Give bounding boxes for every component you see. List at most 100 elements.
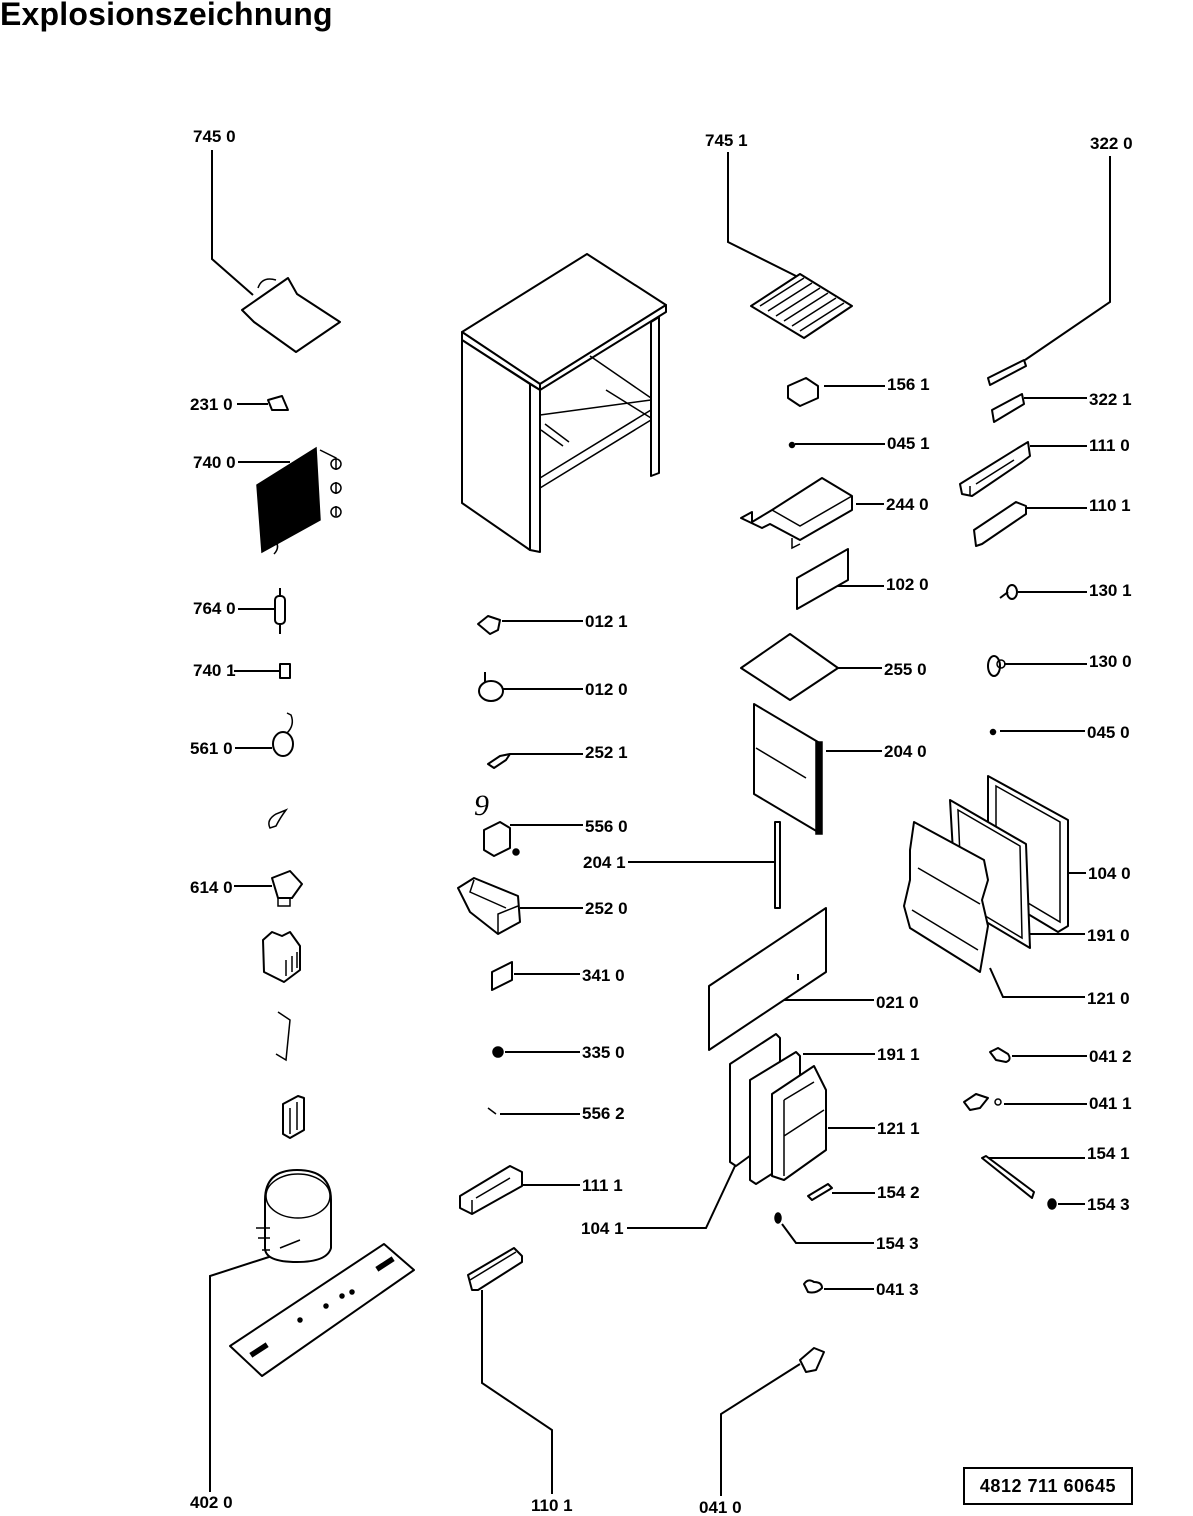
- strip-drawing: [774, 821, 781, 909]
- part-1301: 130 1: [999, 581, 1132, 600]
- part-label-3220: 322 0: [1090, 134, 1133, 153]
- part-4020: 402 0: [190, 1169, 415, 1512]
- part-label-2040: 204 0: [884, 742, 927, 761]
- page-title: Explosionszeichnung: [0, 0, 333, 32]
- part-label-2520: 252 0: [585, 899, 628, 918]
- bottle-bar-drawing: [981, 1155, 1035, 1199]
- part-label-2440: 244 0: [886, 495, 929, 514]
- leader-line: [720, 1363, 801, 1496]
- document-number: 4812 711 60645: [963, 1467, 1133, 1505]
- leader-line: [1024, 156, 1111, 361]
- part-label-0210: 021 0: [876, 993, 919, 1012]
- plate-bracket-drawing: [241, 277, 341, 353]
- part-0120: 012 0: [478, 672, 628, 702]
- handle-cover-drawing: [973, 501, 1027, 547]
- stopper-drawing: [774, 1212, 782, 1224]
- part-label-1211: 121 1: [877, 1119, 920, 1138]
- part-label-5560: 556 0: [585, 817, 628, 836]
- lamp-cover-clip-drawing: [487, 753, 511, 769]
- door-panel-drawing: [708, 907, 827, 1051]
- evaporator-drawing: [256, 446, 321, 554]
- part-label-0121: 012 1: [585, 612, 628, 631]
- part-label-7451: 745 1: [705, 131, 748, 150]
- part-0210: 021 0: [708, 907, 919, 1051]
- cabinet-shelf-unit-drawing: [461, 253, 667, 553]
- leader-line: [209, 1255, 273, 1492]
- part-2521: 252 1: [487, 743, 628, 769]
- part-label-1561: 156 1: [887, 375, 930, 394]
- part-label-1300: 130 0: [1089, 652, 1132, 671]
- part-label-7450: 745 0: [193, 127, 236, 146]
- bushing-drawing: [987, 655, 1001, 677]
- part-label-0450: 045 0: [1087, 723, 1130, 742]
- hinge-pin-drawing: [803, 1279, 823, 1294]
- part-0412: 041 2: [989, 1047, 1132, 1066]
- small-clip-drawing: [267, 395, 289, 411]
- part-1543-center: 154 3: [774, 1212, 919, 1253]
- part-label-7401: 740 1: [193, 661, 236, 680]
- part-7400: 740 0: [193, 446, 342, 555]
- part-label-1101-bottom: 110 1: [531, 1496, 573, 1515]
- part-1541: 154 1: [981, 1144, 1130, 1199]
- cover-strip-drawing: [991, 393, 1025, 423]
- part-7640: 764 0: [193, 588, 286, 634]
- part-7450: 745 0: [193, 127, 341, 353]
- part-label-1541: 154 1: [1087, 1144, 1130, 1163]
- leader-line: [627, 1165, 736, 1229]
- part-label-5610: 561 0: [190, 739, 233, 758]
- part-label-2310: 231 0: [190, 395, 233, 414]
- part-label-1210: 121 0: [1087, 989, 1130, 1008]
- part-1561: 156 1: [787, 375, 930, 407]
- part-1101-bottom: 110 1: [467, 1247, 573, 1515]
- drier-drawing: [274, 595, 286, 625]
- part-1542: 154 2: [807, 1183, 920, 1202]
- grommet-drawing: [492, 1046, 504, 1058]
- part-0121: 012 1: [477, 612, 628, 635]
- part-label-3410: 341 0: [582, 966, 625, 985]
- part-1211: 121 1: [771, 1065, 920, 1181]
- bar-retainer-drawing: [807, 1183, 833, 1201]
- trim-strip-drawing: [987, 359, 1027, 386]
- part-label-5562: 556 2: [582, 1104, 625, 1123]
- lamp-housing-drawing: [457, 877, 521, 935]
- part-0451: 045 1: [788, 434, 930, 453]
- part-2520: 252 0: [457, 877, 628, 935]
- part-3350: 335 0: [492, 1043, 625, 1062]
- hinge-drawing: [799, 1347, 825, 1373]
- part-label-0451: 045 1: [887, 434, 930, 453]
- part-label-3221: 322 1: [1089, 390, 1132, 409]
- ice-tray-drawing: [787, 377, 819, 407]
- part-3221: 322 1: [991, 390, 1132, 423]
- part-label-0412: 041 2: [1089, 1047, 1132, 1066]
- part-label-1040: 104 0: [1088, 864, 1131, 883]
- wire-clip-drawing: [268, 808, 289, 829]
- part-1111: 111 1: [459, 1165, 623, 1215]
- part-label-0120: 012 0: [585, 680, 628, 699]
- part-5560: 556 0: [483, 817, 628, 857]
- part-label-1543-center: 154 3: [876, 1234, 919, 1253]
- part-5610: 561 0: [190, 712, 294, 758]
- flap-drawing: [796, 548, 849, 610]
- part-2440: 244 0: [740, 477, 929, 550]
- part-label-7640: 764 0: [193, 599, 236, 618]
- part-label-1301: 130 1: [1089, 581, 1132, 600]
- relay-drawing: [271, 870, 303, 899]
- part-2041: 204 1: [583, 821, 781, 909]
- switch-drawing: [491, 961, 513, 991]
- part-label-1041: 104 1: [581, 1219, 624, 1238]
- part-label-1101-right: 110 1: [1089, 496, 1131, 515]
- thermostat-drawing: [483, 821, 511, 857]
- hook-drawing: [257, 278, 277, 289]
- terminal-cover-drawing: [262, 931, 301, 983]
- part-label-2550: 255 0: [884, 660, 927, 679]
- thermostat-knob-drawing: [272, 731, 294, 757]
- sensor-clip-drawing: [487, 1107, 497, 1115]
- part-3220: 322 0: [987, 134, 1133, 386]
- part-1543-right: 154 3: [1047, 1195, 1130, 1214]
- part-1110: 111 0: [959, 436, 1130, 497]
- part-7451: 745 1: [705, 131, 853, 339]
- hinge-cap-drawing: [989, 1047, 1011, 1063]
- part-2550: 255 0: [740, 633, 927, 701]
- part-1210: 121 0: [903, 821, 1130, 1008]
- base-plate-drawing: [229, 1243, 415, 1377]
